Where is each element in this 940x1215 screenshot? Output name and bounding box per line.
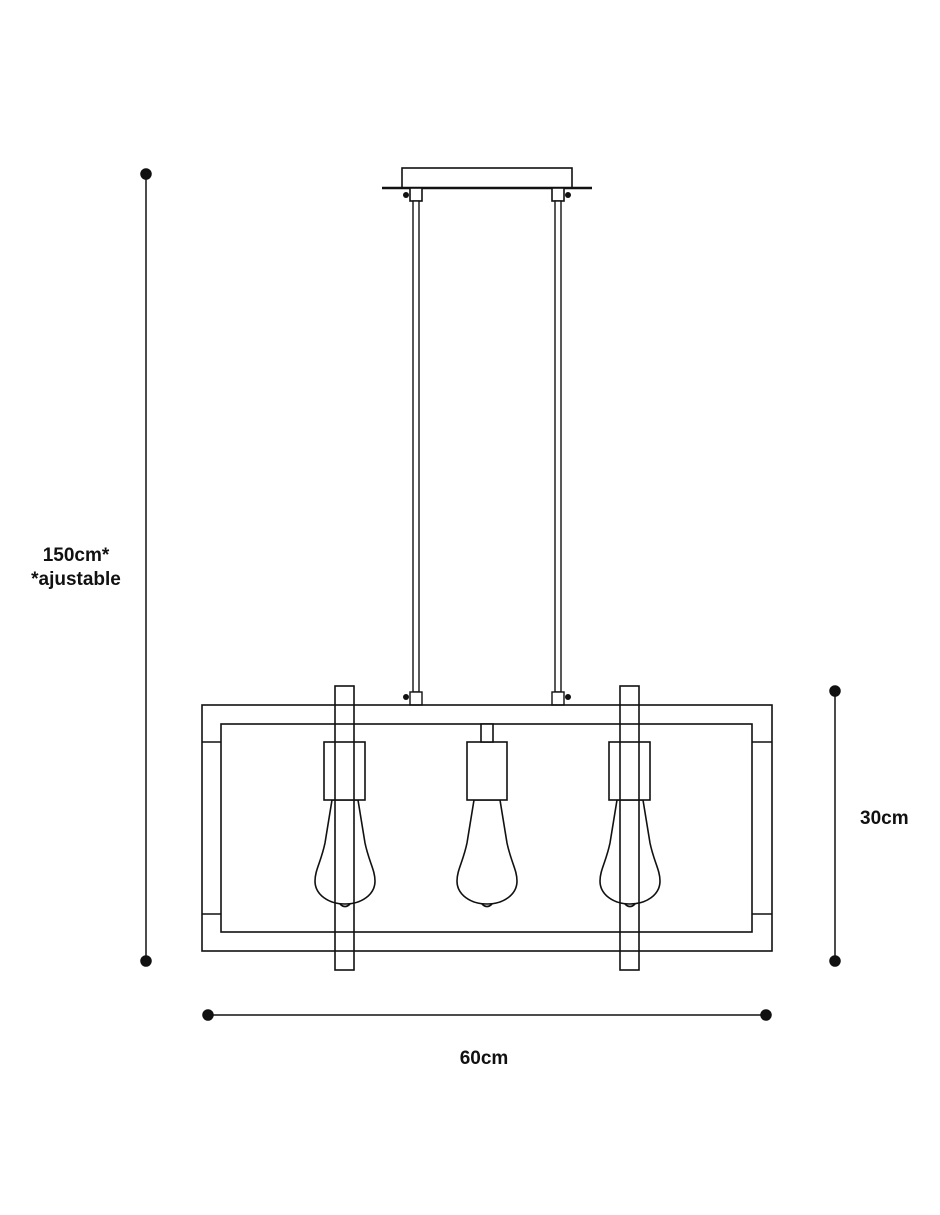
bulb-center xyxy=(456,723,518,908)
bulb-left xyxy=(314,741,376,908)
frame-height-label: 30cm xyxy=(860,808,909,829)
height-dimension-line xyxy=(140,168,152,967)
suspension-rods xyxy=(403,200,571,706)
ceiling-canopy xyxy=(382,167,592,202)
frame-width-label: 60cm xyxy=(459,1048,509,1069)
frame-height-dimension-line xyxy=(829,685,841,967)
frame-straps xyxy=(334,685,640,971)
bulb-right xyxy=(599,741,661,908)
adjustable-note: *ajustable xyxy=(31,569,121,590)
total-height-value: 150cm* xyxy=(42,545,110,566)
width-dimension-line xyxy=(202,1009,772,1021)
total-height-label: 150cm* *ajustable xyxy=(24,544,128,592)
